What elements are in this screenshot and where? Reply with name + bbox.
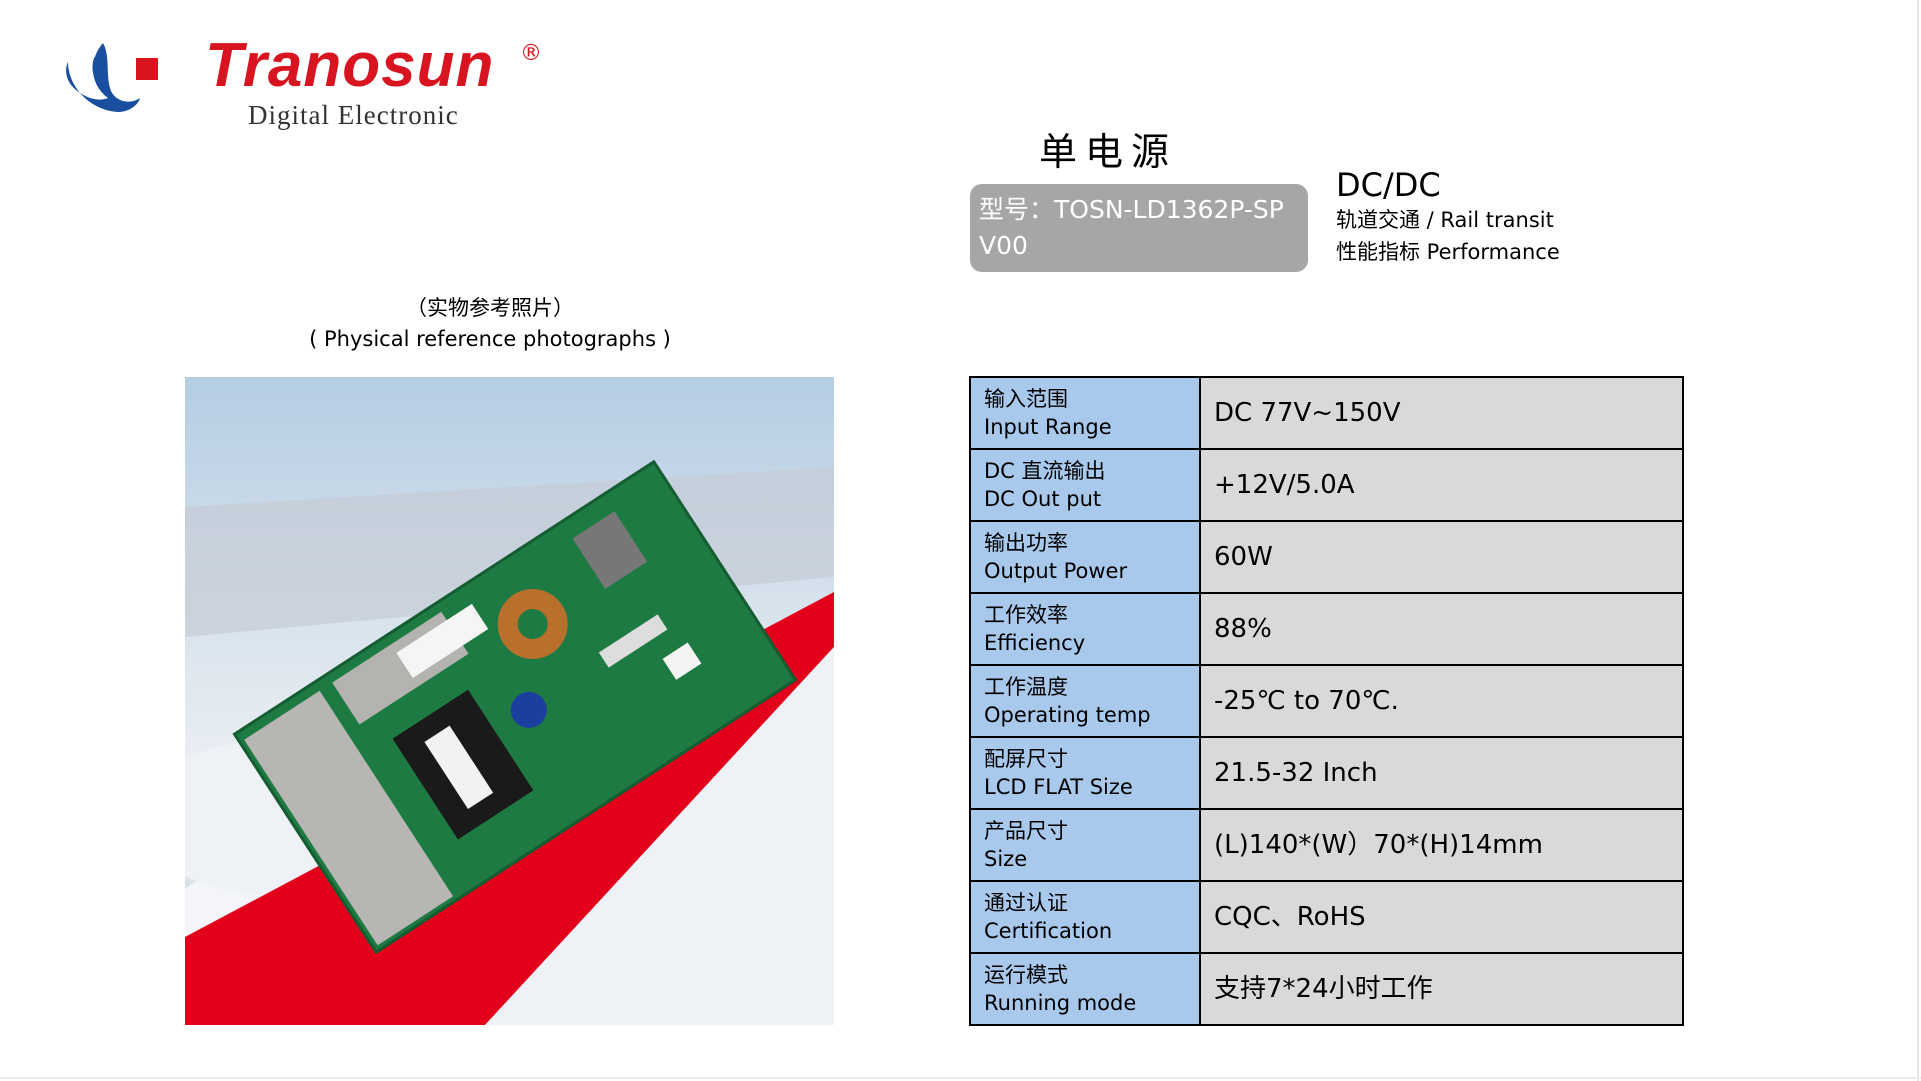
- spec-label-en: Output Power: [984, 559, 1128, 583]
- spec-label-en: Size: [984, 847, 1028, 871]
- spec-row: 输入范围 Input Range DC 77V~150V: [969, 376, 1684, 450]
- spec-label-cn: 通过认证: [984, 891, 1068, 915]
- category-label: DC/DC: [1336, 166, 1441, 204]
- registered-mark: ®: [520, 41, 542, 66]
- spec-label: 工作温度 Operating temp: [969, 664, 1201, 738]
- spec-label-en: DC Out put: [984, 487, 1102, 511]
- spec-label-en: Input Range: [984, 415, 1112, 439]
- product-photo: [185, 377, 834, 1025]
- spec-label: 通过认证 Certification: [969, 880, 1201, 954]
- tranosun-wing-icon: [66, 43, 158, 112]
- spec-row: DC 直流输出 DC Out put +12V/5.0A: [969, 448, 1684, 522]
- spec-label-cn: 配屏尺寸: [984, 747, 1068, 771]
- spec-row: 通过认证 Certification CQC、RoHS: [969, 880, 1684, 954]
- model-badge: 型号：TOSN-LD1362P-SP V00: [970, 184, 1308, 272]
- spec-row: 产品尺寸 Size (L)140*(W）70*(H)14mm: [969, 808, 1684, 882]
- spec-value: 21.5-32 Inch: [1199, 736, 1684, 810]
- spec-label-cn: 输入范围: [984, 387, 1068, 411]
- divider: [1917, 0, 1919, 1081]
- brand-subtitle: Digital Electronic: [248, 100, 459, 130]
- company-logo: [58, 40, 178, 132]
- spec-label-en: Operating temp: [984, 703, 1151, 727]
- spec-row: 工作温度 Operating temp -25℃ to 70℃.: [969, 664, 1684, 738]
- spec-row: 运行模式 Running mode 支持7*24小时工作: [969, 952, 1684, 1026]
- spec-table: 输入范围 Input Range DC 77V~150V DC 直流输出 DC Out …: [969, 376, 1684, 1026]
- spec-label: 输出功率 Output Power: [969, 520, 1201, 594]
- spec-value: 支持7*24小时工作: [1199, 952, 1684, 1026]
- spec-value: +12V/5.0A: [1199, 448, 1684, 522]
- spec-label-cn: 工作效率: [984, 603, 1068, 627]
- spec-row: 配屏尺寸 LCD FLAT Size 21.5-32 Inch: [969, 736, 1684, 810]
- divider: [0, 1077, 1921, 1079]
- photo-caption-en: ( Physical reference photographs ): [309, 327, 671, 351]
- spec-label-cn: 运行模式: [984, 963, 1068, 987]
- spec-label-cn: 输出功率: [984, 531, 1068, 555]
- spec-label-cn: 产品尺寸: [984, 819, 1068, 843]
- spec-label-en: Efficiency: [984, 631, 1086, 655]
- spec-label: 配屏尺寸 LCD FLAT Size: [969, 736, 1201, 810]
- spec-label: 输入范围 Input Range: [969, 376, 1201, 450]
- spec-label: 产品尺寸 Size: [969, 808, 1201, 882]
- spec-value: 88%: [1199, 592, 1684, 666]
- spec-label-cn: DC 直流输出: [984, 459, 1106, 483]
- spec-label: 工作效率 Efficiency: [969, 592, 1201, 666]
- spec-value: 60W: [1199, 520, 1684, 594]
- photo-caption-cn: （实物参考照片）: [406, 296, 574, 320]
- spec-label: 运行模式 Running mode: [969, 952, 1201, 1026]
- spec-row: 输出功率 Output Power 60W: [969, 520, 1684, 594]
- page-title: 单电源: [1039, 130, 1178, 174]
- spec-label-cn: 工作温度: [984, 675, 1068, 699]
- spec-value: DC 77V~150V: [1199, 376, 1684, 450]
- section-label: 性能指标 Performance: [1336, 240, 1560, 264]
- spec-label-en: Running mode: [984, 991, 1137, 1015]
- spec-value: CQC、RoHS: [1199, 880, 1684, 954]
- application-label: 轨道交通 / Rail transit: [1336, 208, 1554, 232]
- spec-value: -25℃ to 70℃.: [1199, 664, 1684, 738]
- spec-value: (L)140*(W）70*(H)14mm: [1199, 808, 1684, 882]
- spec-label: DC 直流输出 DC Out put: [969, 448, 1201, 522]
- spec-label-en: LCD FLAT Size: [984, 775, 1133, 799]
- brand-name: Tranosun: [205, 31, 495, 100]
- spec-label-en: Certification: [984, 919, 1113, 943]
- spec-row: 工作效率 Efficiency 88%: [969, 592, 1684, 666]
